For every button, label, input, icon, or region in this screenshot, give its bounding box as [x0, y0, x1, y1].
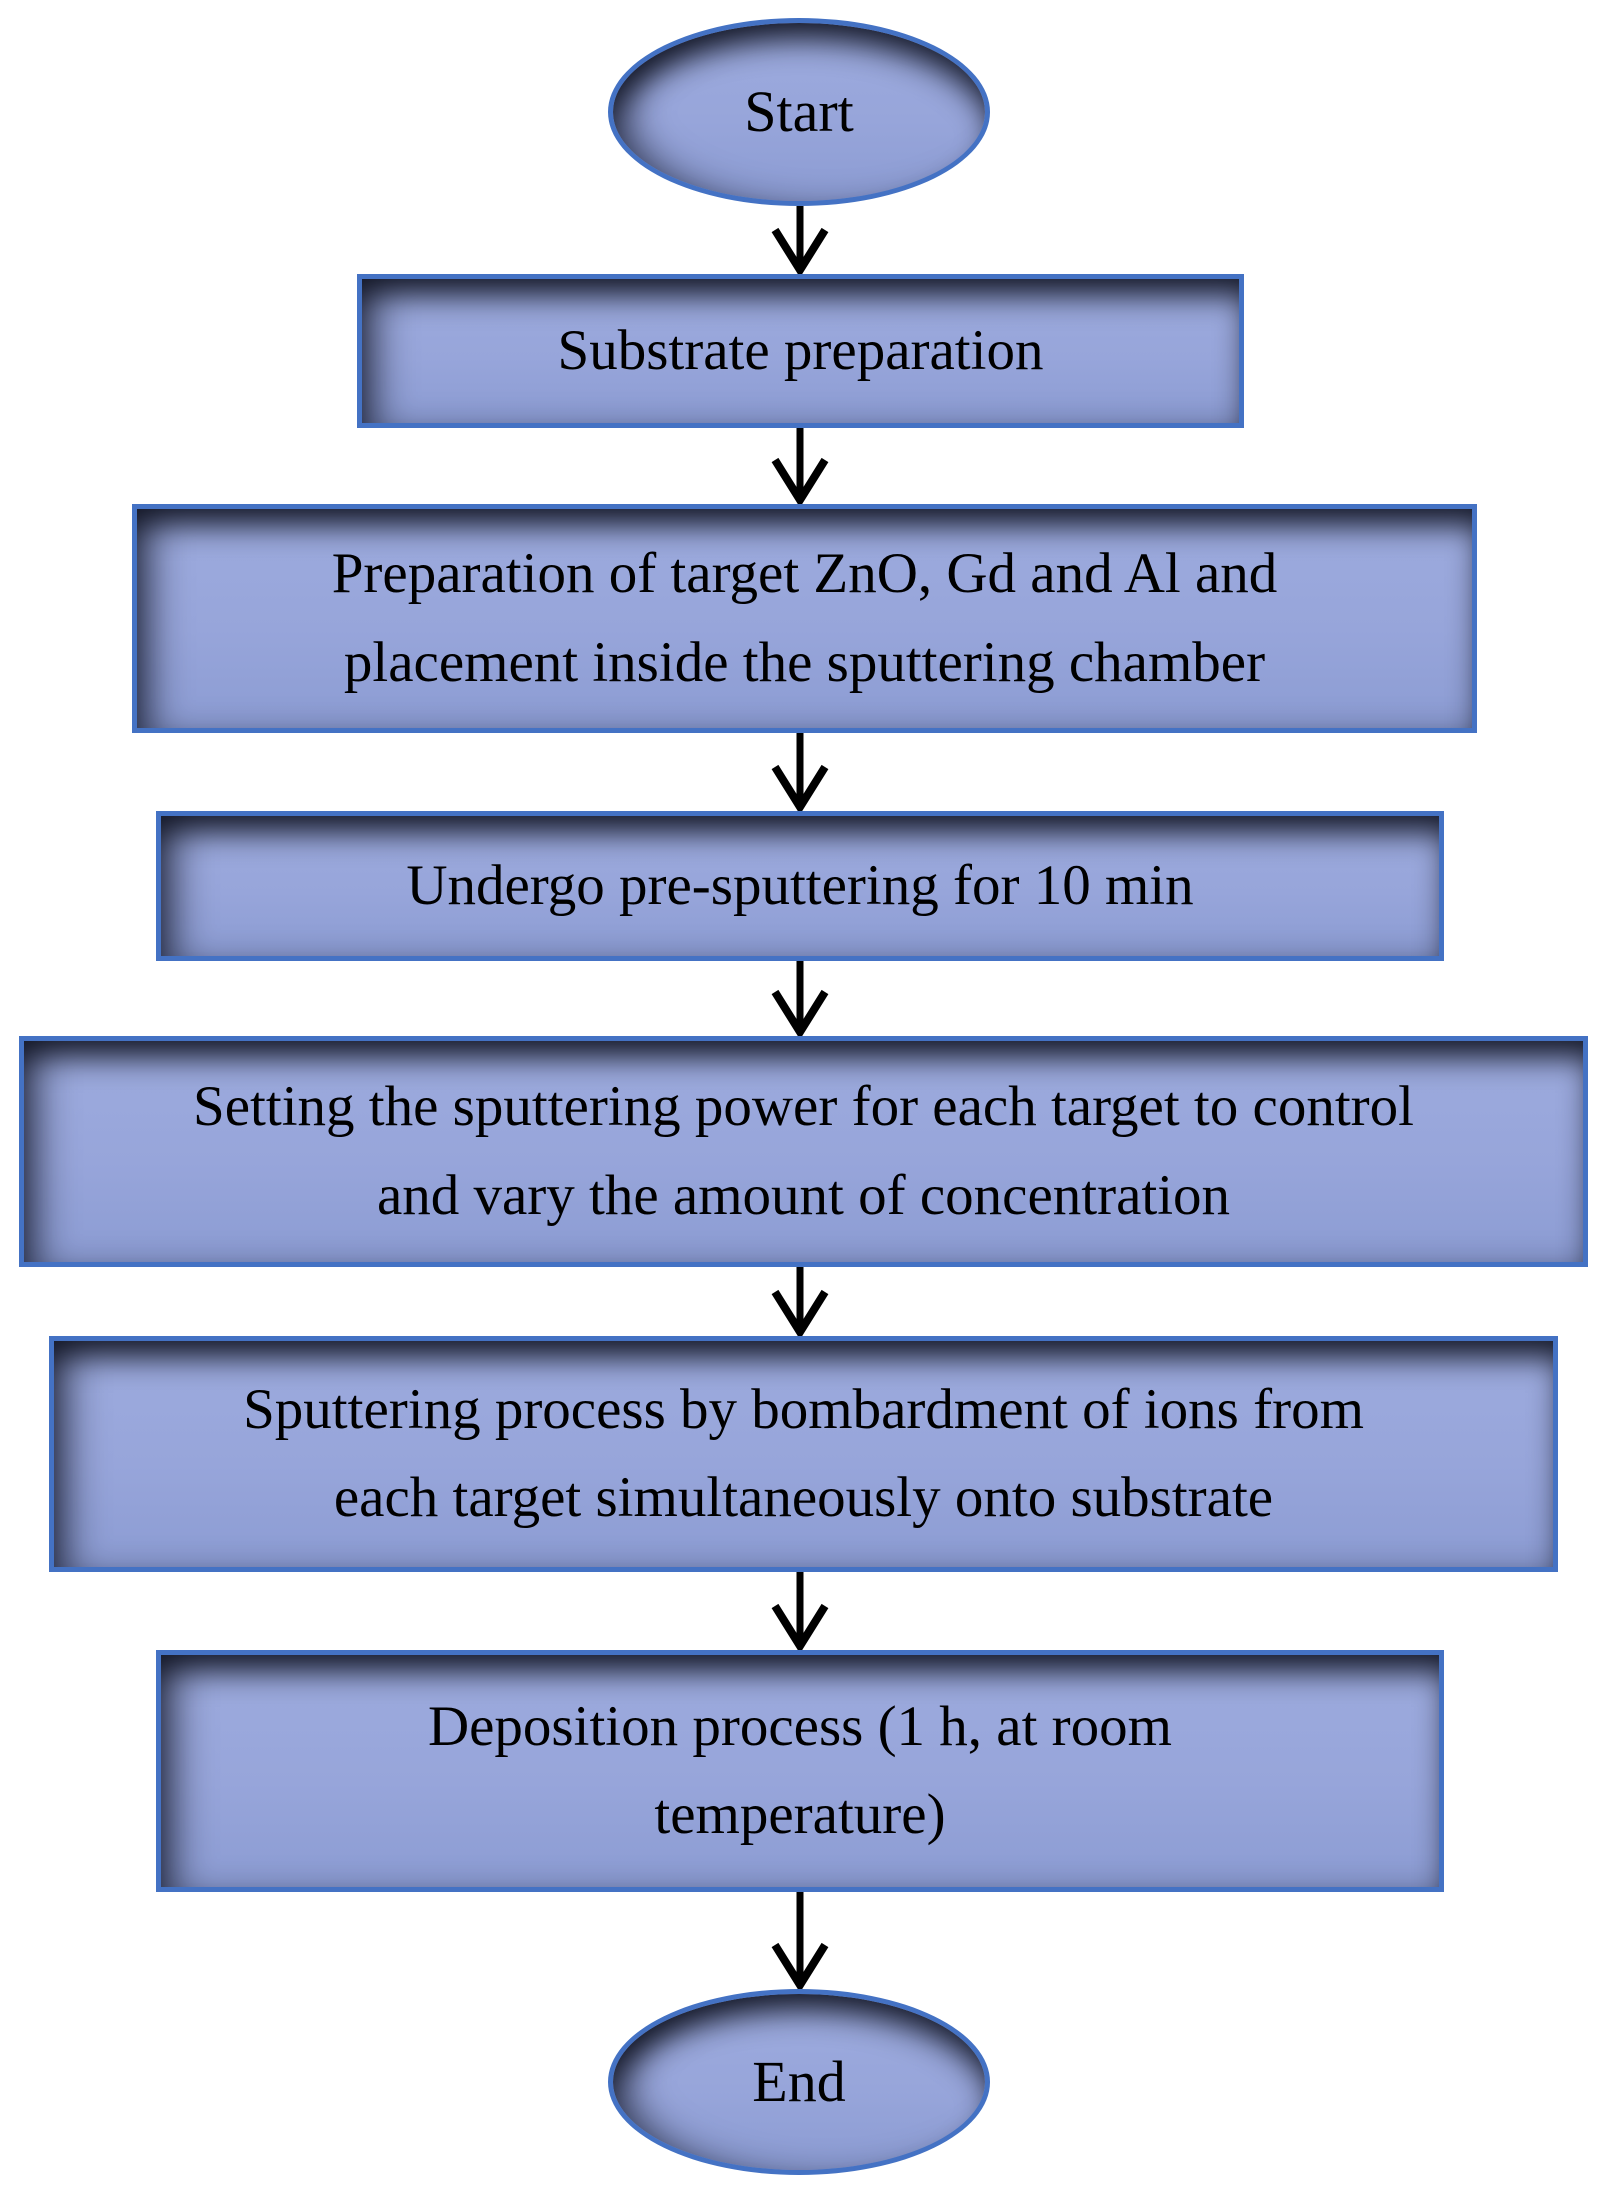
- node-label-deposition-process: Deposition process (1 h, at room tempera…: [427, 1694, 1173, 1846]
- flowchart-node-target-preparation: Preparation of target ZnO, Gd and Al and…: [132, 504, 1477, 733]
- flowchart-node-end: End: [608, 1989, 990, 2175]
- flowchart-node-deposition-process: Deposition process (1 h, at room tempera…: [156, 1650, 1444, 1892]
- node-label-substrate-preparation: Substrate preparation: [557, 318, 1044, 382]
- down-arrow-icon: [771, 733, 829, 811]
- down-arrow-icon: [771, 1267, 829, 1336]
- down-arrow-icon: [771, 206, 829, 274]
- down-arrow-icon: [771, 1572, 829, 1650]
- node-label-end: End: [752, 2049, 846, 2115]
- down-arrow-icon: [771, 961, 829, 1036]
- flowchart-node-pre-sputtering: Undergo pre-sputtering for 10 min: [156, 811, 1444, 961]
- flowchart-node-start: Start: [608, 18, 990, 206]
- node-label-set-sputtering-power: Setting the sputtering power for each ta…: [193, 1075, 1414, 1227]
- node-label-pre-sputtering: Undergo pre-sputtering for 10 min: [406, 853, 1194, 917]
- node-label-sputtering-process: Sputtering process by bombardment of ion…: [243, 1377, 1364, 1529]
- down-arrow-icon: [771, 1892, 829, 1989]
- flowchart-node-substrate-preparation: Substrate preparation: [357, 274, 1244, 428]
- flowchart-node-sputtering-process: Sputtering process by bombardment of ion…: [49, 1336, 1558, 1572]
- down-arrow-icon: [771, 428, 829, 504]
- node-label-start: Start: [744, 79, 854, 145]
- node-label-target-preparation: Preparation of target ZnO, Gd and Al and…: [331, 542, 1278, 694]
- flowchart-node-set-sputtering-power: Setting the sputtering power for each ta…: [19, 1036, 1588, 1267]
